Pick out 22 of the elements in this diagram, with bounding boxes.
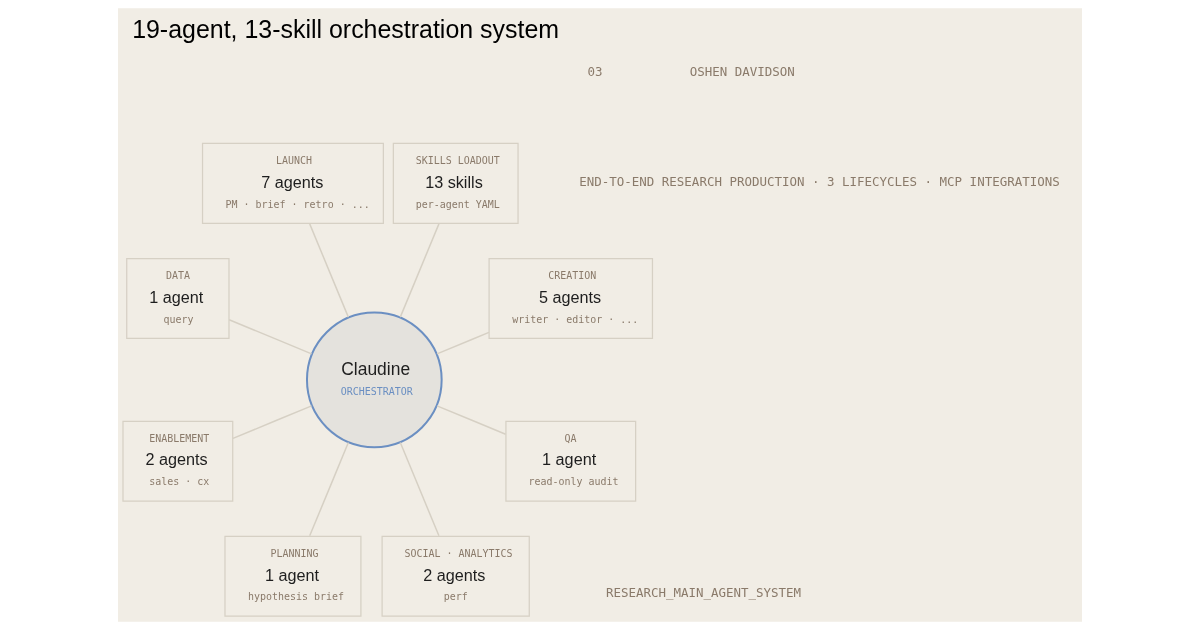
connector [308,223,350,318]
diagram-title: 19-agent, 13-skill orchestration system [132,15,560,44]
node-box: SOCIAL · ANALYTICS 2 agents perf [381,535,530,617]
connector [308,441,350,537]
node-box: LAUNCH 7 agents PM · brief · retro · ... [201,142,384,224]
label: OSHEN DAVIDSON [689,64,795,80]
connector [232,405,313,440]
node-box: PLANNING 1 agent hypothesis brief [224,535,362,617]
node-box: ENABLEMENT 2 agents sales · cx [122,420,234,502]
label: END-TO-END RESEARCH PRODUCTION · 3 LIFECYCLES · MCP INTEGRATIONS [579,173,1060,189]
connector [399,223,440,318]
node-box: DATA 1 agent query [126,257,230,339]
node-box: QA 1 agent read-only audit [505,420,637,502]
connector [228,318,313,355]
label: RESEARCH_MAIN_AGENT_SYSTEM [605,585,802,601]
connector [436,405,507,435]
node-box: CREATION 5 agents writer · editor · ... [488,257,654,339]
connector [436,331,490,355]
connector [399,441,440,537]
node-circle: Claudine ORCHESTRATOR [305,311,443,449]
node-box: SKILLS LOADOUT 13 skills per-agent YAML [392,142,519,224]
label: 03 [587,64,603,80]
